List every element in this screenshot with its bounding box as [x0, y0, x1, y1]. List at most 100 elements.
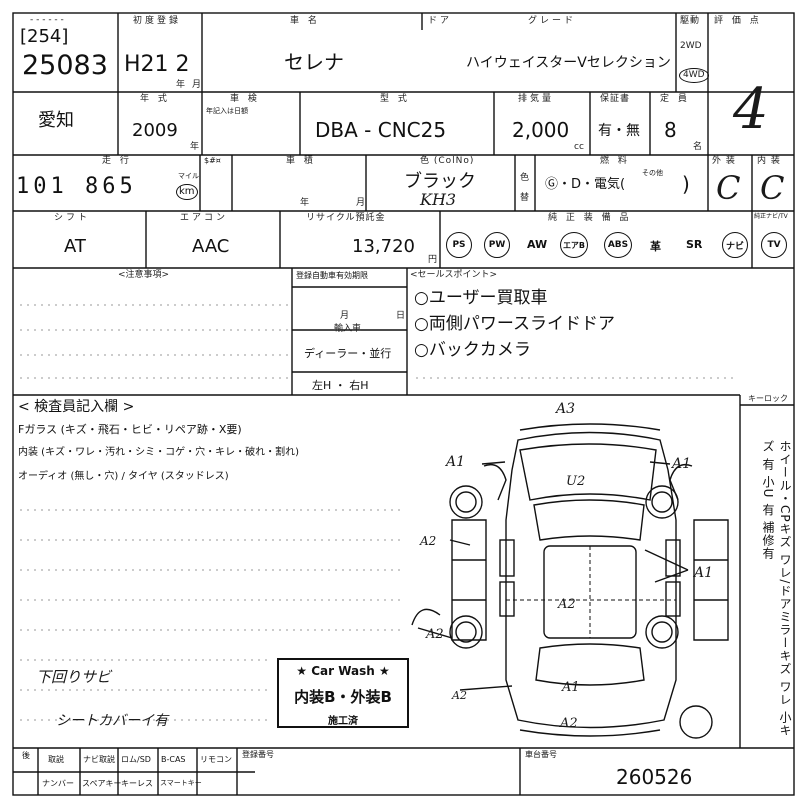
first-reg-value: H21 2 [124, 52, 190, 77]
drive-2wd: 2WD [680, 41, 702, 51]
car-name-value: セレナ [284, 50, 344, 74]
km-unit-circled: km [176, 184, 198, 200]
footer-col-0: 後 [22, 751, 30, 760]
drive-4wd-circled: 4WD [679, 68, 709, 83]
type-label: 型 式 [380, 94, 410, 104]
first-reg-label: 初度登録 [133, 16, 182, 26]
equip-aw: AW [527, 238, 548, 251]
color-change-label2: 替 [520, 193, 530, 203]
caution-label: <注意事項> [118, 270, 170, 280]
damage-mark-a2-left: A2 [420, 534, 437, 548]
fuel-close: ) [682, 172, 690, 196]
damage-mark-a2-rear-left: A2 [426, 627, 444, 642]
displacement-unit: cc [574, 142, 584, 152]
sales-point-3: ○バックカメラ [414, 340, 531, 360]
model-year-value: 2009 [132, 120, 178, 141]
car-wash-title: ★ Car Wash ★ [296, 664, 390, 678]
score-label: 評 価 点 [714, 16, 762, 26]
equip-abs-circled: ABS [604, 232, 632, 258]
damage-mark-a2-bumper: A2 [560, 716, 578, 731]
footer-row2-col-4: スマートキー [160, 779, 202, 787]
capacity-value: 8 [664, 118, 677, 142]
exterior-value: C [716, 169, 741, 207]
fuel-label: 燃 料 [600, 156, 630, 166]
cargo-unit-month: 月 [356, 198, 366, 208]
sales-label: <セールスポイント> [410, 270, 498, 280]
inspect-sub: 年記入は日額 [206, 107, 248, 115]
equip-pw-circled: PW [484, 232, 510, 258]
steering-value: 左H ・ 右H [312, 379, 369, 392]
lot-dots: - - - - - - [30, 15, 64, 25]
reg-unit-month: 月 [340, 311, 350, 321]
keylock-label: キーロック [748, 394, 788, 403]
grade-value: ハイウェイスターVセレクション [466, 55, 671, 71]
fuel-other: その他 [642, 169, 663, 177]
warranty-value: 有・無 [598, 123, 640, 139]
color-change-label: 色 [520, 173, 530, 183]
drive-label: 駆動 [680, 16, 701, 26]
damage-mark-a1-rear: A1 [562, 680, 580, 695]
ac-label: エアコン [180, 213, 229, 223]
ac-value: AAC [192, 236, 230, 257]
equip-leather: 革 [650, 240, 661, 253]
equipment-label: 純 正 装 備 品 [548, 213, 632, 223]
chassis-value: 260526 [616, 765, 693, 789]
footer-row2-col-1: ナンバー [42, 779, 74, 788]
mileage-value: 101 865 [16, 174, 137, 199]
score-value: 4 [733, 77, 769, 142]
cargo-unit-year: 年 [300, 198, 310, 208]
equip-tv-label: 純正ナビ/TV [754, 213, 788, 220]
car-name-label: 車 名 [290, 16, 320, 26]
equip-tv-circled: TV [761, 232, 787, 258]
grade-label: グレード [528, 16, 577, 26]
footer-row2-col-3: キーレス [121, 779, 153, 788]
displacement-label: 排気量 [518, 94, 555, 104]
reg-expiry-label: 登録自動車有効期限 [296, 271, 368, 280]
region-value: 愛知 [38, 110, 74, 131]
shift-label: シフト [54, 213, 91, 223]
interior-value: C [760, 169, 785, 207]
color-code: KH3 [420, 190, 457, 209]
color-label: 色 (ColNo) [420, 156, 475, 166]
interior-label: 内 装 [757, 156, 781, 166]
capacity-label: 定 員 [660, 94, 690, 104]
hand-note-2: シートカバーイ有 [56, 713, 168, 729]
inspect-label: 車 検 [230, 94, 260, 104]
lot-label: [254] [20, 26, 69, 47]
mile-unit: マイル [178, 172, 199, 180]
sales-point-2: ○両側パワースライドドア [414, 314, 615, 334]
recycle-label: リサイクル預託金 [306, 213, 386, 223]
damage-mark-u2: U2 [566, 474, 586, 489]
damage-mark-a3: A3 [556, 401, 576, 417]
footer-col-3: ロム/SD [121, 755, 151, 764]
damage-mark-a2-roof: A2 [558, 597, 576, 612]
footer-col-4: B-CAS [161, 755, 186, 764]
vertical-legend: ホイール・CPキズ ワレ/ドアミラーキズ ワレ 小キズ 有 小U 有 補修有 [761, 440, 792, 738]
displacement-value: 2,000 [512, 118, 570, 142]
equip-navi-circled: ナビ [722, 232, 748, 258]
import-value: ディーラー・並行 [304, 347, 392, 360]
lot-number: 25083 [22, 50, 108, 81]
footer-row2-col-2: スペアキー [82, 779, 122, 788]
equip-airbag-circled: エアB [560, 232, 588, 258]
fuel-value: Ⓖ・D・電気( [545, 177, 626, 192]
inspector-title: < 検査員記入欄 > [18, 399, 135, 415]
cargo-label: 車 積 [286, 156, 316, 166]
model-year-label: 年 式 [140, 94, 170, 104]
hand-note-1: 下回りサビ [36, 668, 112, 686]
damage-mark-a2-bottom: A2 [452, 689, 467, 702]
footer-col-5: リモコン [200, 755, 232, 764]
inspector-interior: 内装 (キズ・ワレ・汚れ・シミ・コゲ・穴・キレ・破れ・割れ) [18, 447, 299, 458]
car-wash-done: 施工済 [328, 716, 358, 727]
shift-value: AT [64, 236, 86, 257]
recycle-unit: 円 [428, 255, 438, 265]
footer-col-1: 取説 [48, 755, 64, 764]
first-reg-unit-year: 年 [176, 80, 186, 90]
recycle-value: 13,720 [352, 236, 415, 257]
damage-mark-a1-side: A1 [694, 565, 714, 581]
chassis-label: 車台番号 [525, 750, 557, 759]
footer-col-2: ナビ取説 [83, 755, 115, 764]
damage-mark-a1-right: A1 [672, 456, 692, 472]
